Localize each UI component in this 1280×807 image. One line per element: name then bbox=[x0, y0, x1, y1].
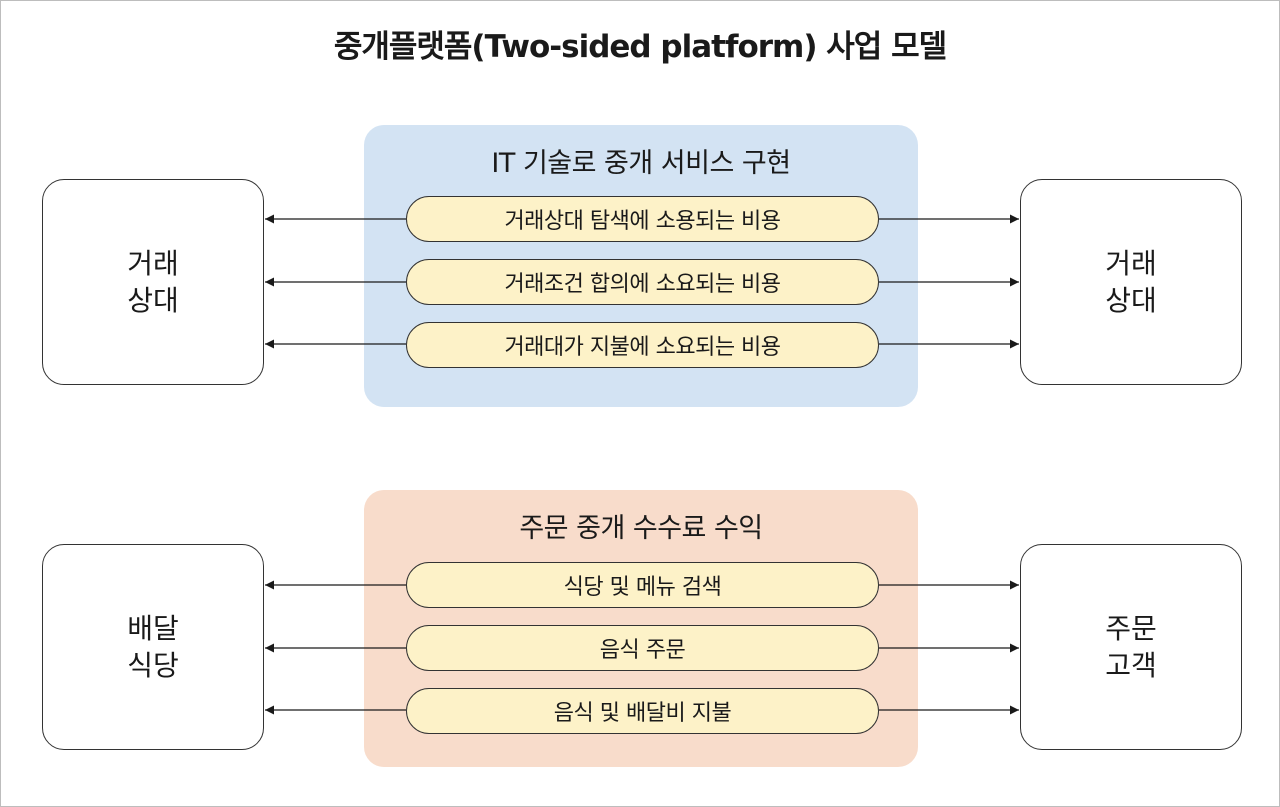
left-party-box-restaurant: 배달 식당 bbox=[42, 544, 264, 750]
cost-item-agreement: 거래조건 합의에 소요되는 비용 bbox=[406, 259, 879, 305]
cost-item-search: 거래상대 탐색에 소용되는 비용 bbox=[406, 196, 879, 242]
right-party-box-trade: 거래 상대 bbox=[1020, 179, 1242, 385]
service-item-order: 음식 주문 bbox=[406, 625, 879, 671]
right-party-line-2: 고객 bbox=[1105, 649, 1157, 682]
left-party-box-trade: 거래 상대 bbox=[42, 179, 264, 385]
left-party-line-2: 상대 bbox=[127, 284, 179, 317]
right-party-box-customer: 주문 고객 bbox=[1020, 544, 1242, 750]
left-party-line-1: 거래 bbox=[127, 247, 179, 280]
right-party-line-2: 상대 bbox=[1105, 284, 1157, 317]
left-party-line-1: 배달 bbox=[127, 612, 179, 645]
panel-title-order-commission: 주문 중개 수수료 수익 bbox=[519, 513, 763, 544]
service-item-search: 식당 및 메뉴 검색 bbox=[406, 562, 879, 608]
diagram-title: 중개플랫폼(Two-sided platform) 사업 모델 bbox=[333, 29, 947, 65]
service-item-payment: 음식 및 배달비 지불 bbox=[406, 688, 879, 734]
left-party-line-2: 식당 bbox=[127, 649, 179, 682]
right-party-line-1: 주문 bbox=[1105, 612, 1157, 645]
panel-title-it-mediation: IT 기술로 중개 서비스 구현 bbox=[491, 148, 791, 179]
cost-item-payment: 거래대가 지불에 소요되는 비용 bbox=[406, 322, 879, 368]
right-party-line-1: 거래 bbox=[1105, 247, 1157, 280]
